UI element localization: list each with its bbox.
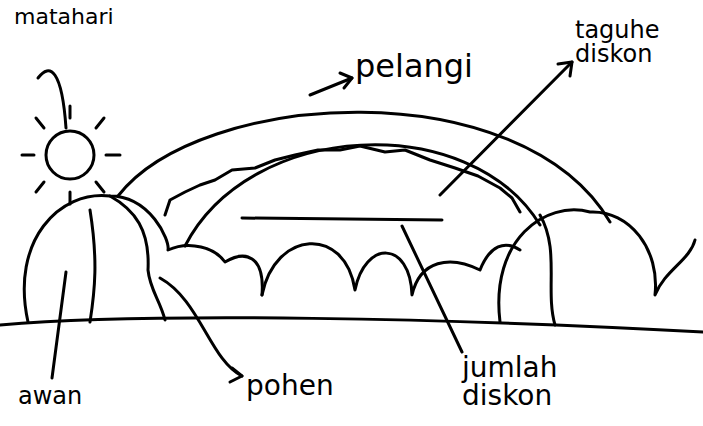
handwritten-label: awan [18,384,138,408]
cloud-right-fold [540,215,555,325]
rainbow-band [165,146,520,215]
rainbow-outer [118,112,610,222]
handwritten-label: matahari [14,6,174,28]
sun-rays [22,106,120,204]
handwritten-label: pohen [246,372,386,400]
rainbow-inner [185,145,540,246]
leader-line [52,272,66,378]
cloud-left-fold [110,196,165,320]
handwritten-label: taguhe diskon [575,18,693,66]
rainbow-line [242,218,442,220]
sun [46,131,94,179]
leader-line [38,71,66,128]
arrowhead [558,62,572,76]
cloud-left [24,196,262,322]
arrowhead [230,368,242,382]
cloud-right [499,210,695,322]
leader-line [402,226,462,352]
horizon [0,318,703,332]
handwritten-label: jumlah diskon [462,354,602,410]
cloud-left-fold [90,210,95,322]
arrowhead [340,73,352,88]
leader-line [160,278,242,376]
handwritten-label: pelangi [355,50,535,82]
bushes [262,244,520,295]
